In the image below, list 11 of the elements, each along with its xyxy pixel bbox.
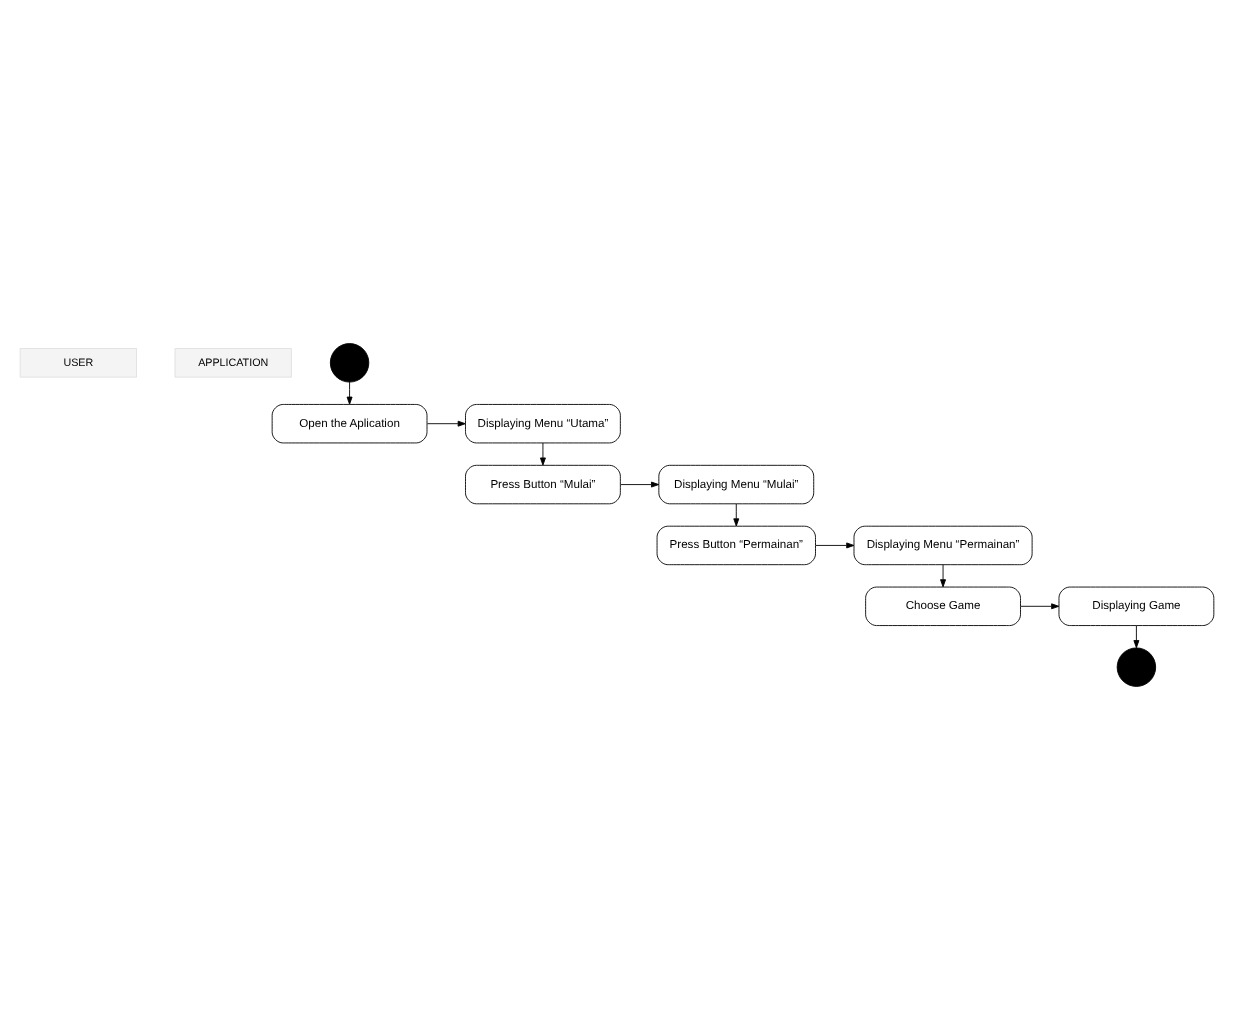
arrow: [940, 564, 946, 588]
arrow: [620, 481, 660, 488]
arrow: [539, 442, 546, 466]
node-circle: [1116, 647, 1157, 687]
arrow: [346, 381, 353, 405]
arrow: [1020, 603, 1060, 610]
node-circle: [329, 343, 370, 383]
arrow: [426, 420, 466, 427]
arrow: [733, 503, 740, 527]
arrow: [815, 542, 855, 549]
arrow: [1133, 625, 1140, 649]
